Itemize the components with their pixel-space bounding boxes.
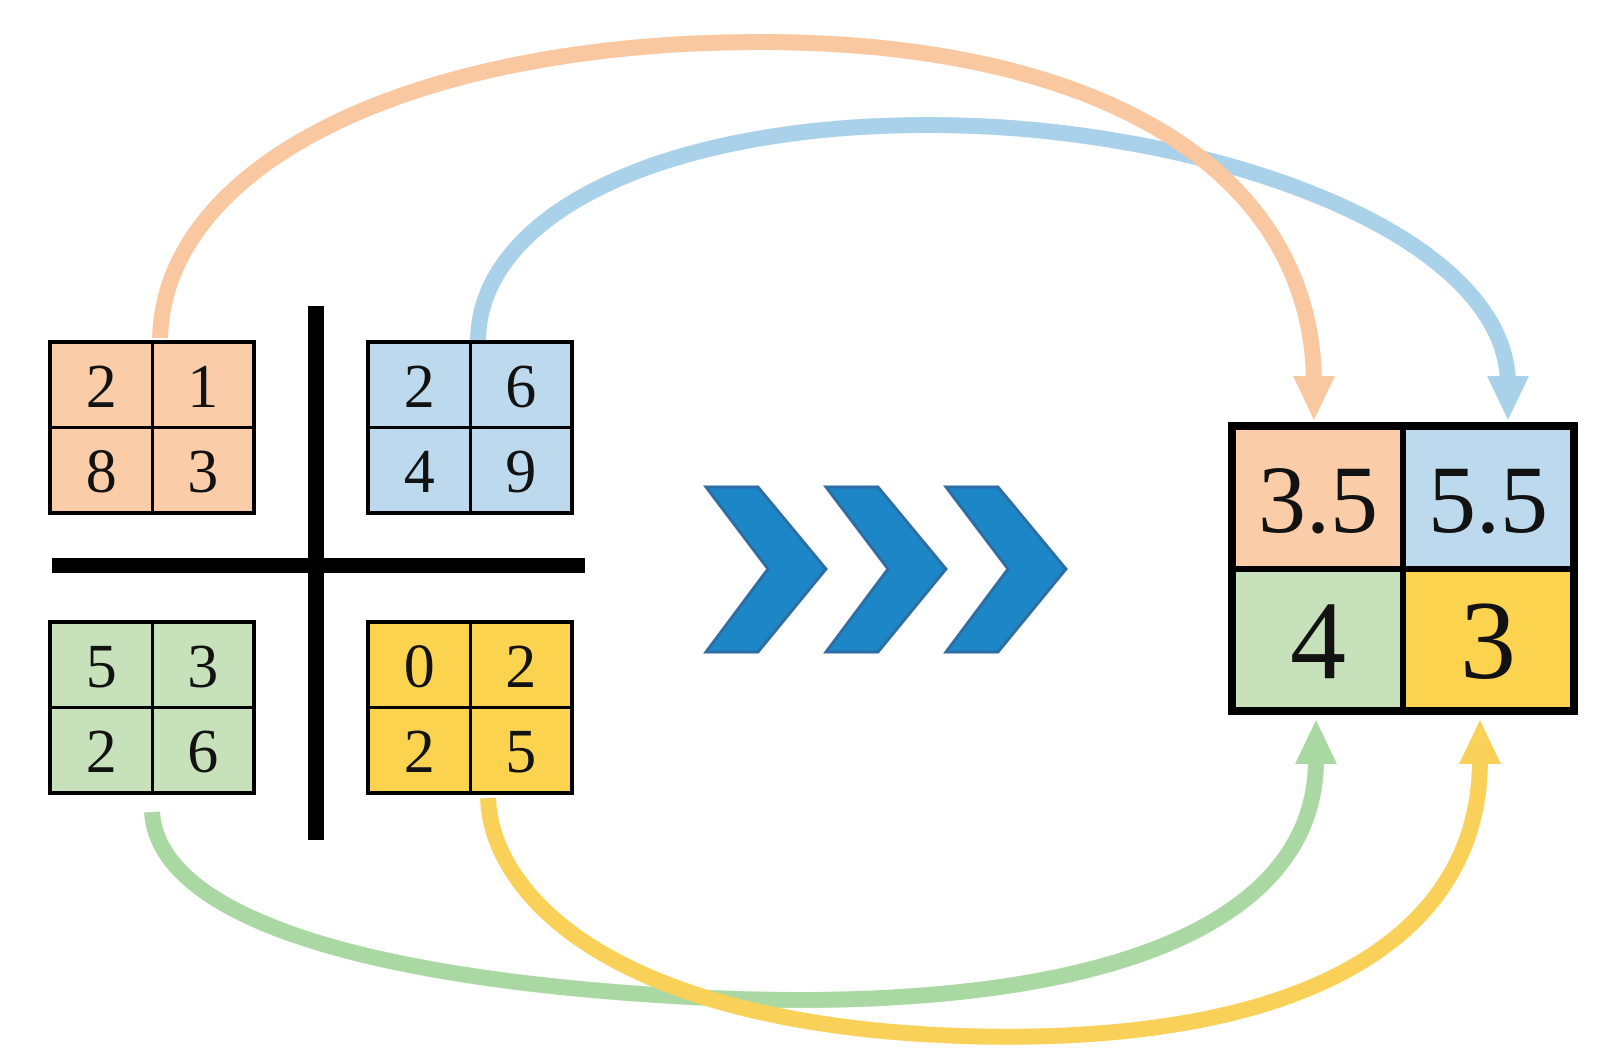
- output-matrix: 3.5 5.5 4 3: [1228, 422, 1578, 715]
- input-matrix-top-right: 2 6 4 9: [366, 340, 574, 515]
- pooling-arrow-yellow: [480, 720, 1501, 1045]
- matrix-cell: 3: [153, 624, 252, 706]
- pooling-arrow-green: [144, 720, 1337, 1008]
- pooling-arrow-orange: [152, 33, 1335, 420]
- pooling-arrow-blue: [470, 116, 1529, 420]
- chevron-icon-2: [822, 485, 948, 654]
- matrix-cell: 8: [52, 429, 151, 511]
- output-cell-bottom-right: 3: [1406, 571, 1570, 707]
- matrix-cell: 2: [471, 624, 570, 706]
- matrix-cell: 4: [370, 429, 469, 511]
- arrow-curve-yellow: [480, 759, 1488, 1045]
- arrow-curve-blue: [470, 116, 1516, 386]
- matrix-cell: 0: [370, 624, 469, 706]
- chevron-icon-1: [702, 485, 828, 654]
- matrix-cell: 3: [153, 429, 252, 511]
- chevron-arrows-icon: [702, 485, 1068, 654]
- arrowhead-orange: [1293, 376, 1335, 420]
- matrix-cell: 6: [471, 344, 570, 426]
- input-matrix-bottom-left: 5 3 2 6: [48, 620, 256, 795]
- arrowhead-yellow: [1459, 720, 1501, 764]
- arrowhead-blue: [1487, 376, 1529, 420]
- input-matrix-bottom-right: 0 2 2 5: [366, 620, 574, 795]
- output-cell-top-left: 3.5: [1236, 430, 1400, 566]
- matrix-cell: 9: [471, 429, 570, 511]
- matrix-cell: 5: [471, 709, 570, 791]
- output-cell-top-right: 5.5: [1406, 430, 1570, 566]
- matrix-cell: 2: [370, 344, 469, 426]
- matrix-cell: 6: [153, 709, 252, 791]
- matrix-cell: 2: [370, 709, 469, 791]
- matrix-cell: 1: [153, 344, 252, 426]
- chevron-icon-3: [942, 485, 1068, 654]
- matrix-cell: 5: [52, 624, 151, 706]
- divider-vertical-bar: [308, 306, 324, 840]
- arrow-curve-orange: [152, 33, 1322, 386]
- divider-horizontal-bar: [52, 558, 585, 573]
- matrix-cell: 2: [52, 709, 151, 791]
- output-cell-bottom-left: 4: [1236, 571, 1400, 707]
- input-matrix-top-left: 2 1 8 3: [48, 340, 256, 515]
- matrix-cell: 2: [52, 344, 151, 426]
- arrow-curve-green: [144, 759, 1324, 1008]
- arrowhead-green: [1295, 720, 1337, 764]
